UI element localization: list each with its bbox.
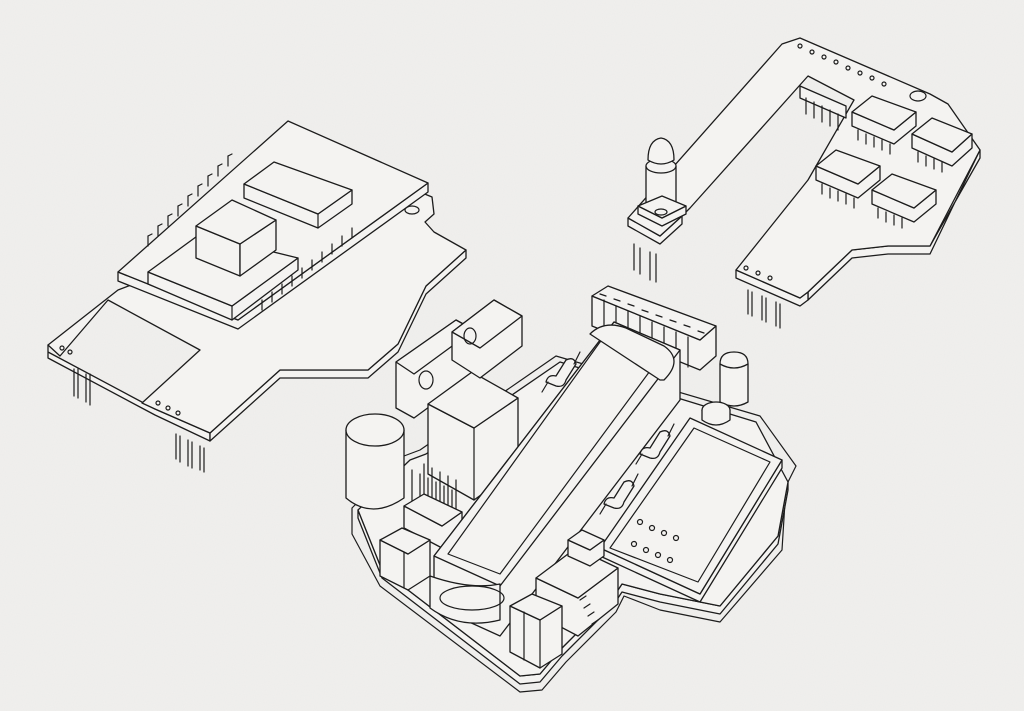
main-regulator-1 xyxy=(395,319,519,501)
main-regulator-2 xyxy=(451,299,523,379)
radio-module-board xyxy=(47,120,467,473)
led-board-header-pins xyxy=(805,97,839,131)
main-resistor-3 xyxy=(599,473,639,515)
radio-board-left-pins xyxy=(59,345,91,406)
radio-chip-long-top xyxy=(243,161,353,215)
radio-crystal-top xyxy=(195,199,277,245)
main-connector-left xyxy=(379,527,431,591)
radio-module-pin-row-right xyxy=(261,227,353,311)
main-led xyxy=(701,351,749,426)
radio-board-bottom-pins xyxy=(155,400,205,473)
led-board-top xyxy=(627,37,981,299)
led-board-mount-hole xyxy=(909,90,927,102)
led-component xyxy=(633,137,687,283)
main-module-board xyxy=(345,285,797,693)
main-resistor-1 xyxy=(541,351,581,393)
led-board-ic-1 xyxy=(851,95,917,155)
main-board-outline-2 xyxy=(351,355,797,693)
main-battery-holder xyxy=(429,321,681,637)
main-capacitor xyxy=(345,413,405,510)
main-sensor-pins xyxy=(630,518,680,564)
led-sensor-board xyxy=(627,37,981,329)
main-resistor-2 xyxy=(635,423,675,465)
radio-board-mount-hole xyxy=(404,205,420,215)
led-board-ic-4 xyxy=(871,173,937,229)
main-connector-bottom xyxy=(509,593,563,669)
main-header-block xyxy=(591,285,717,371)
led-board-leg-pins xyxy=(743,265,781,329)
radio-module-pin-row-top xyxy=(147,153,233,247)
led-board-ic-2 xyxy=(911,117,973,173)
main-transformer xyxy=(535,529,619,637)
led-board-ic-3 xyxy=(815,149,881,209)
led-board-header-block xyxy=(799,85,847,119)
led-board-top-pins xyxy=(797,43,887,87)
